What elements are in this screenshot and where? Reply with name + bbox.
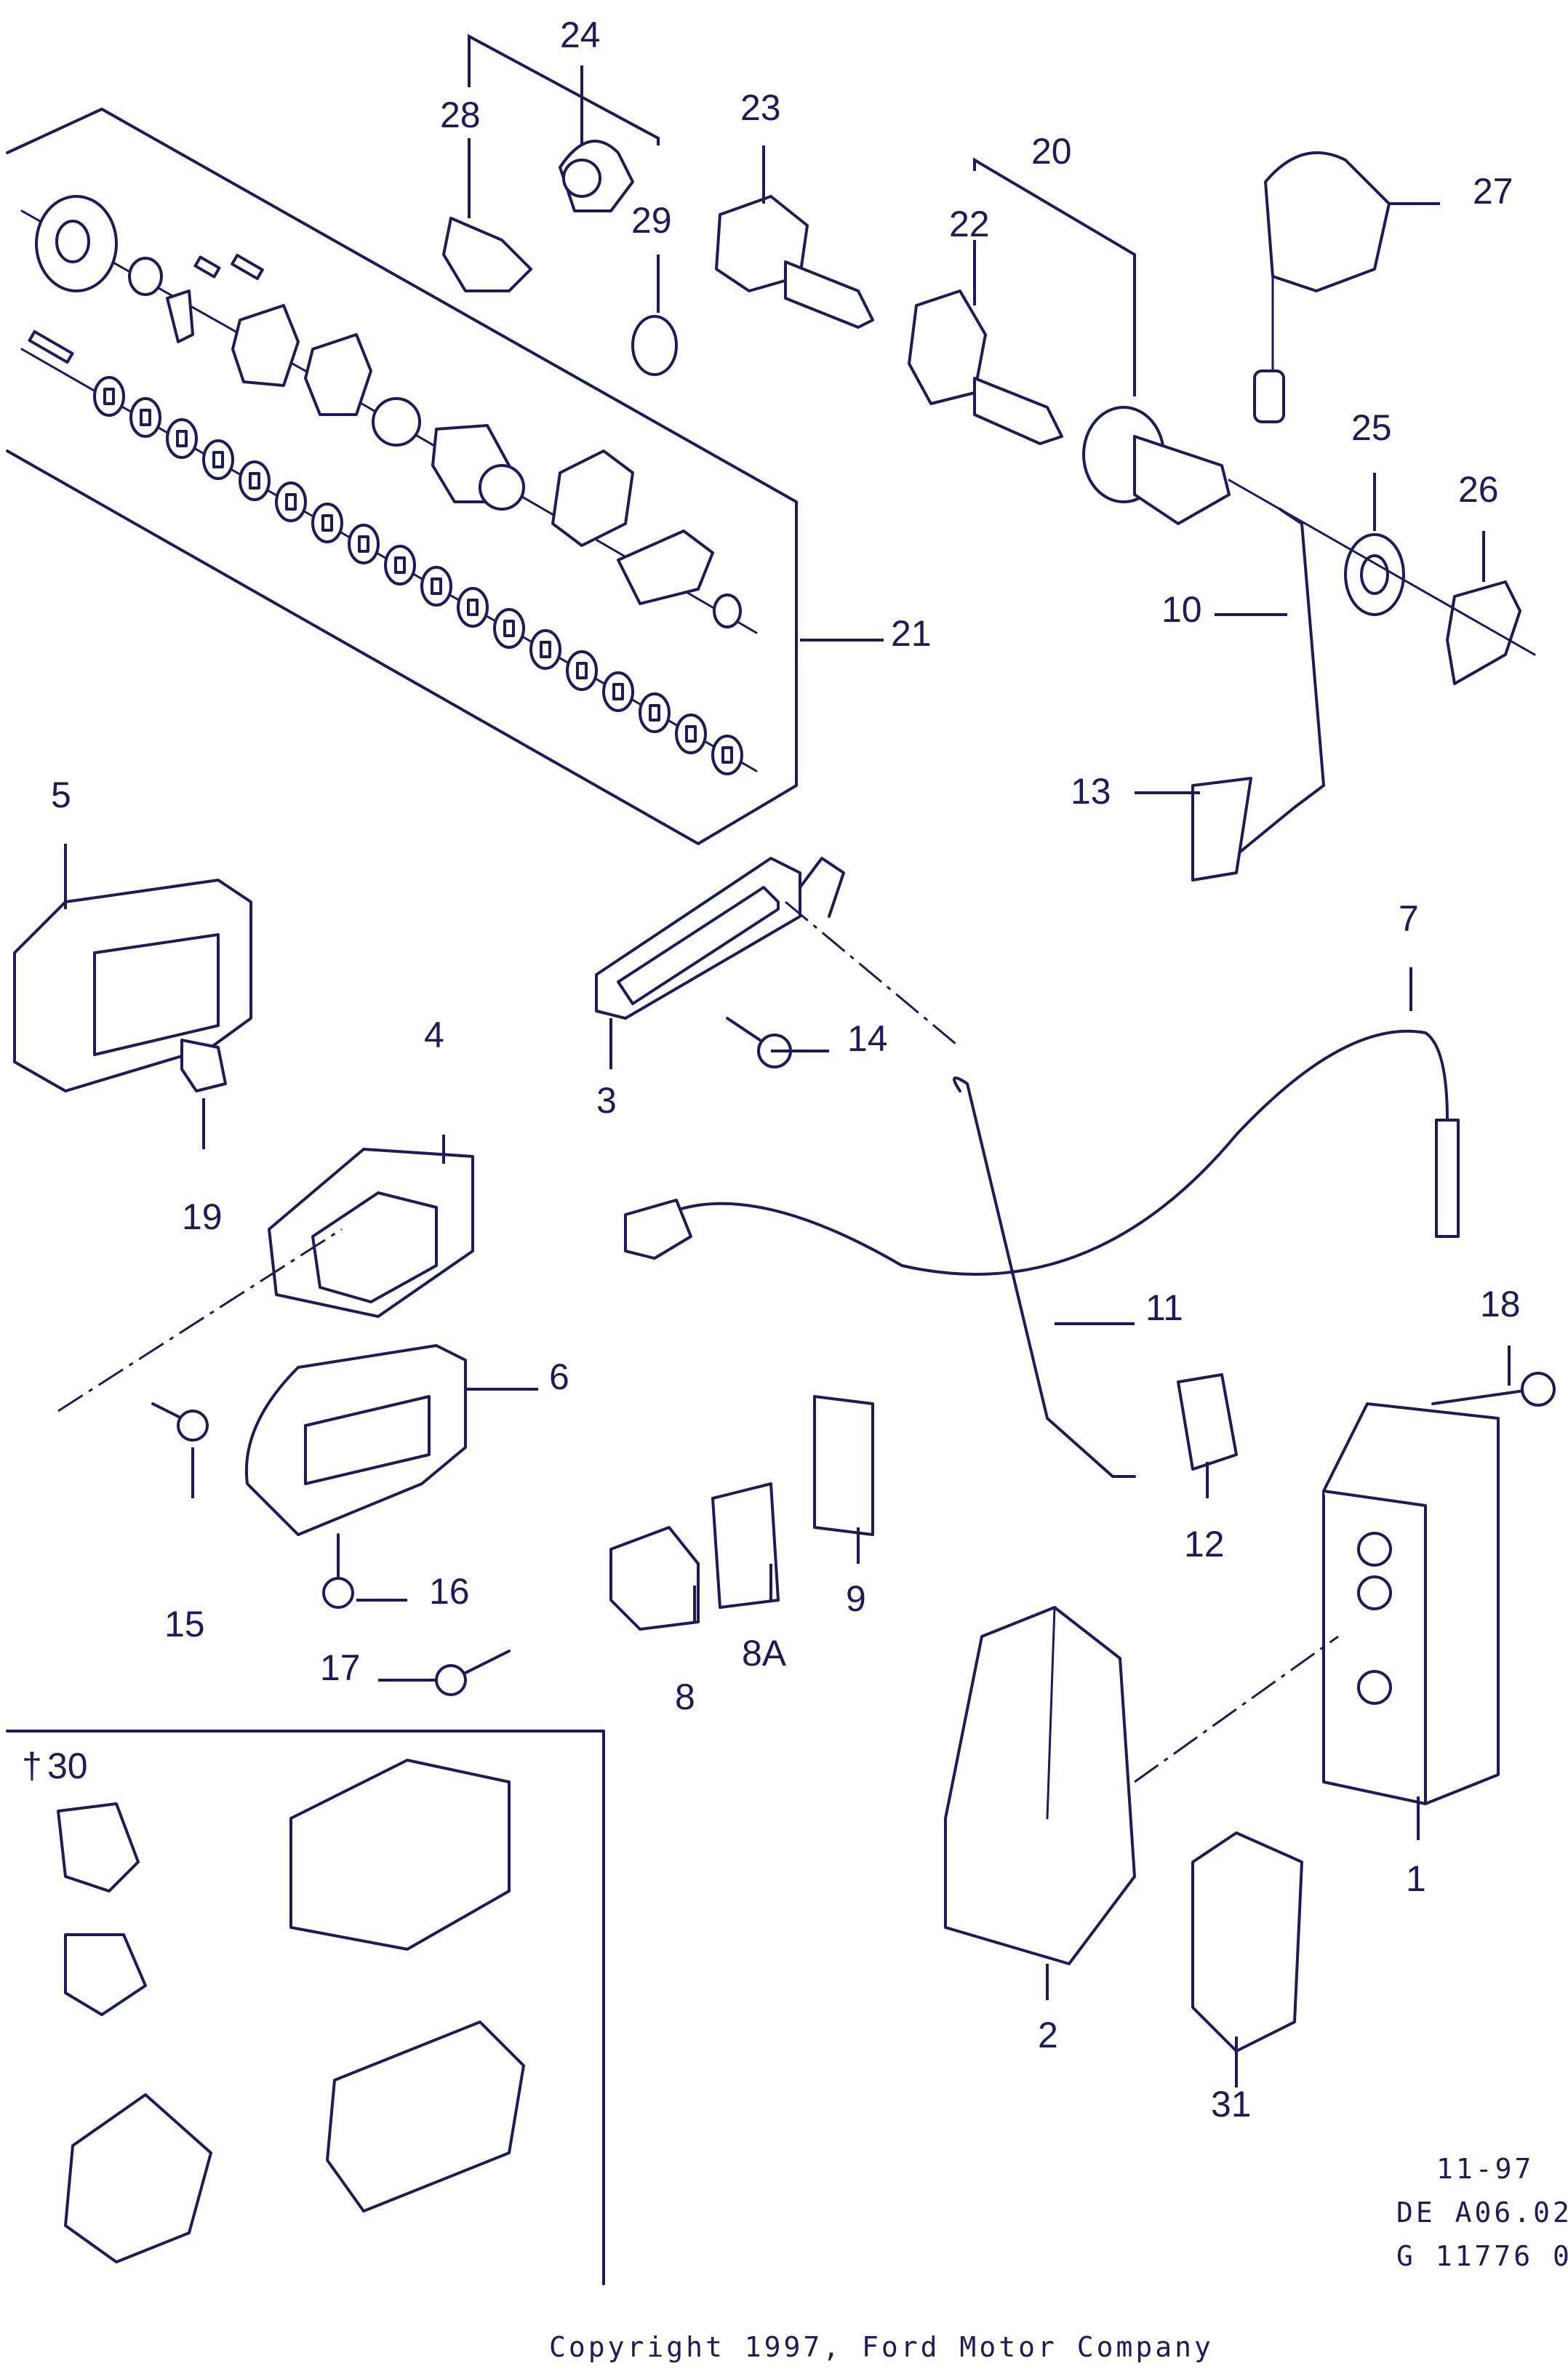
- lock-actuator: [944, 1606, 1136, 1965]
- exterior-handle: [595, 857, 845, 1020]
- lock-wafer-slot: [176, 430, 188, 447]
- callout-7: 7: [1399, 898, 1419, 939]
- interior-handle: [244, 1344, 467, 1536]
- callout-22: 22: [949, 204, 990, 244]
- cable-end: [1435, 1119, 1460, 1238]
- door-lock-rod-clip: [1253, 151, 1391, 423]
- callout-15: 15: [164, 1604, 205, 1644]
- callout-21: 21: [891, 613, 932, 654]
- illustration-code: G 11776 0: [1396, 2240, 1568, 2272]
- key-illumination-group: [442, 33, 678, 376]
- lock-cylinder-rod: [1213, 508, 1325, 874]
- callout-13: 13: [1071, 771, 1111, 812]
- callout-14: 14: [847, 1018, 888, 1059]
- callout-6: 6: [549, 1356, 569, 1397]
- lock-cylinder-with-key: [908, 157, 1231, 525]
- callout-20: 20: [1031, 131, 1072, 172]
- lock-wafer-slot: [612, 683, 624, 700]
- lock-wafer-slot: [358, 535, 369, 553]
- lock-wafer-stack: [93, 376, 743, 775]
- callout-27: 27: [1473, 171, 1513, 212]
- callout-3: 3: [596, 1080, 617, 1121]
- lock-wafer-slot: [649, 704, 660, 722]
- lock-wafer-slot: [467, 599, 479, 616]
- kit-marker: †: [22, 1746, 42, 1786]
- section-code: DE A06.02: [1396, 2197, 1568, 2229]
- lock-wafer-slot: [576, 662, 588, 679]
- lock-wafer-slot: [103, 388, 115, 405]
- callout-26: 26: [1458, 469, 1499, 510]
- callout-29: 29: [631, 200, 672, 241]
- screw-15: [151, 1402, 209, 1442]
- reference-codes: 11-97 DE A06.02 G 11776 0: [1396, 2153, 1568, 2272]
- callout-9: 9: [846, 1578, 866, 1619]
- callout-23: 23: [740, 87, 781, 128]
- striker-assembly: [609, 1395, 874, 1631]
- lock-wafer-slot: [431, 577, 442, 595]
- callout-8a: 8A: [742, 1633, 787, 1674]
- handle-rod: [953, 1076, 1136, 1478]
- door-latch: [1322, 1402, 1500, 1805]
- screw-14: [726, 1017, 792, 1068]
- lock-wafer-slot: [394, 556, 406, 574]
- callout-24: 24: [560, 15, 601, 55]
- lock-wafer-slot: [140, 409, 151, 426]
- screw-17: [435, 1650, 511, 1696]
- blank-key: [715, 195, 874, 329]
- rod-clip-upper: [1191, 777, 1252, 882]
- exterior-handle-cover: [13, 879, 252, 1092]
- callout-leaders: [64, 65, 1511, 2087]
- lock-wafer-slot: [721, 746, 733, 764]
- date-code: 11-97: [1436, 2153, 1534, 2185]
- exterior-handle-body: [180, 1039, 474, 1318]
- lock-wafer-slot: [503, 620, 515, 637]
- release-cable: [639, 1029, 1449, 1276]
- callout-1: 1: [1406, 1858, 1426, 1899]
- callout-25: 25: [1351, 407, 1392, 448]
- callout-19: 19: [182, 1196, 223, 1237]
- callout-11: 11: [1145, 1287, 1183, 1328]
- rod-clip-lower: [1177, 1373, 1238, 1471]
- callout-16: 16: [429, 1571, 470, 1612]
- lock-wafer-slot: [685, 725, 697, 743]
- callout-18: 18: [1480, 1284, 1521, 1324]
- screw-16: [322, 1533, 354, 1609]
- callout-17: 17: [320, 1647, 361, 1688]
- callout-10: 10: [1161, 589, 1202, 630]
- screw-18: [1431, 1372, 1556, 1407]
- lock-wafer-slot: [321, 514, 333, 532]
- lock-wafer-slot: [249, 472, 260, 489]
- callout-8: 8: [675, 1676, 695, 1717]
- lock-repair-kit-box: [6, 108, 798, 845]
- callout-28: 28: [440, 95, 481, 135]
- lock-set-kit-box: [6, 1730, 605, 2285]
- callout-5: 5: [51, 775, 71, 815]
- callout-labels: 1 2 3 4 5 6 7 8 8A 9 10 11 12 13 14 15 1…: [22, 15, 1521, 2125]
- callout-31: 31: [1211, 2084, 1252, 2125]
- callout-4: 4: [424, 1015, 444, 1055]
- callout-2: 2: [1038, 2015, 1058, 2055]
- lock-wafer-slot: [540, 641, 551, 658]
- mounting-bracket: [1191, 1831, 1303, 2053]
- retaining-clip: [1446, 580, 1521, 685]
- callout-30: 30: [47, 1746, 88, 1786]
- lock-wafer-slot: [285, 493, 297, 511]
- lock-wafer-slot: [212, 451, 224, 468]
- copyright-notice: Copyright 1997, Ford Motor Company: [549, 2331, 1214, 2363]
- callout-12: 12: [1184, 1524, 1225, 1564]
